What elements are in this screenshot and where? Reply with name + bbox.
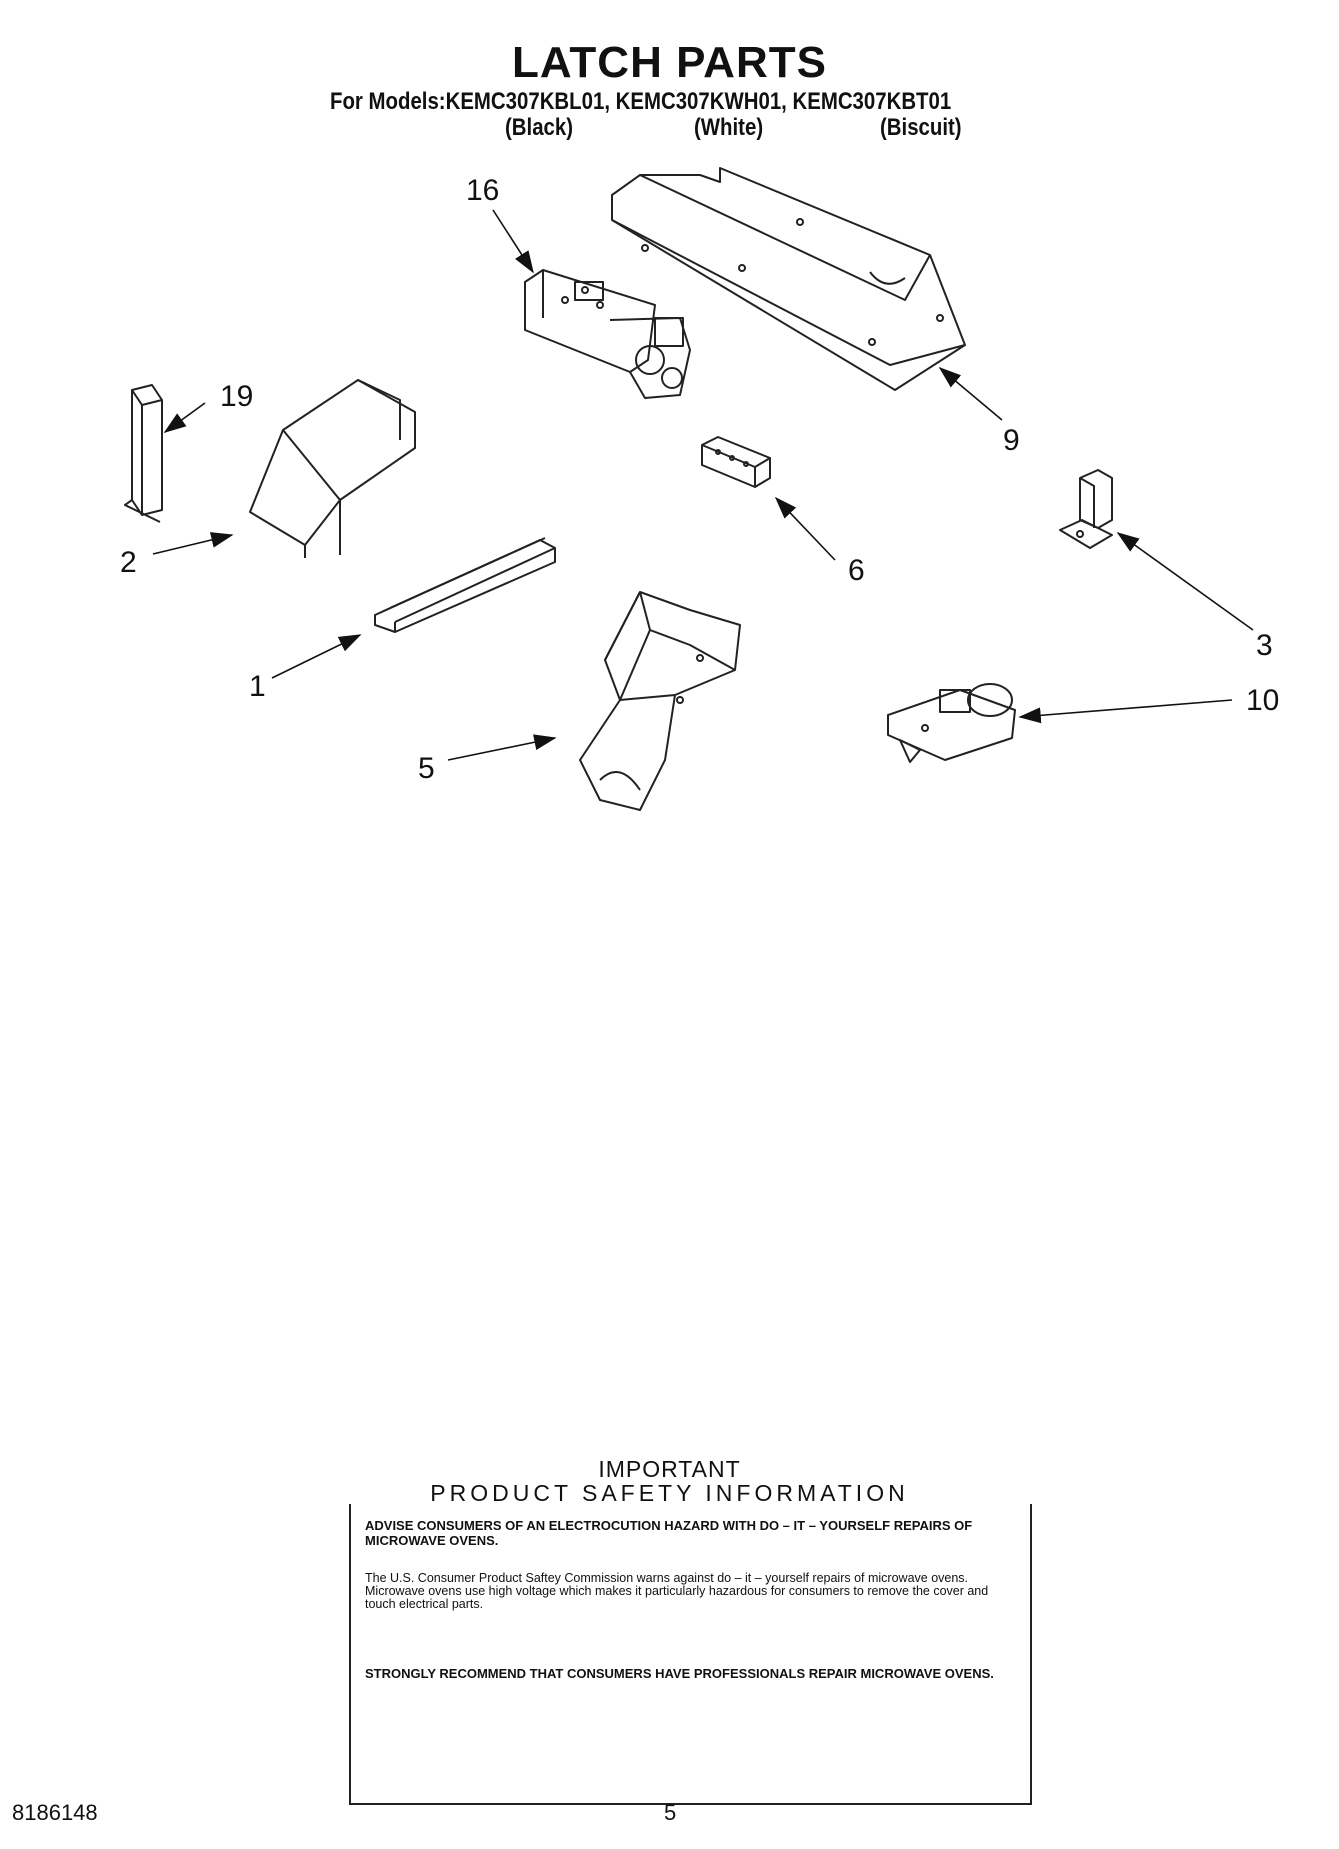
part-5-shield xyxy=(579,591,741,811)
color-black: (Black) xyxy=(505,114,574,141)
part-9-bracket xyxy=(611,167,966,391)
exploded-parts-diagram: 16 19 9 2 6 3 1 10 5 xyxy=(120,167,1279,811)
safety-body: The U.S. Consumer Product Saftey Commiss… xyxy=(365,1571,989,1611)
part-19-strip xyxy=(124,384,163,523)
part-16-latch-assembly xyxy=(524,269,691,399)
callout-5: 5 xyxy=(418,752,435,785)
safety-title: IMPORTANT xyxy=(598,1456,741,1482)
callout-1: 1 xyxy=(249,670,266,703)
models-line: For Models:KEMC307KBL01, KEMC307KWH01, K… xyxy=(330,88,952,115)
callout-9: 9 xyxy=(1003,424,1020,457)
color-biscuit: (Biscuit) xyxy=(880,114,962,141)
page-number: 5 xyxy=(664,1800,677,1825)
part-6-block xyxy=(701,436,771,488)
part-10-switch xyxy=(887,683,1016,763)
safety-subtitle: PRODUCT SAFETY INFORMATION xyxy=(430,1480,909,1506)
callout-3: 3 xyxy=(1256,629,1273,662)
color-white: (White) xyxy=(694,114,764,141)
callout-16: 16 xyxy=(466,174,499,207)
safety-recommend: STRONGLY RECOMMEND THAT CONSUMERS HAVE P… xyxy=(365,1666,994,1681)
page-title: LATCH PARTS xyxy=(512,38,827,87)
part-1-rail xyxy=(374,537,556,633)
safety-advise: ADVISE CONSUMERS OF AN ELECTROCUTION HAZ… xyxy=(365,1518,973,1548)
part-2-duct xyxy=(249,379,416,558)
safety-box: ADVISE CONSUMERS OF AN ELECTROCUTION HAZ… xyxy=(349,1504,1032,1805)
callout-19: 19 xyxy=(220,380,253,413)
callout-6: 6 xyxy=(848,554,865,587)
callout-10: 10 xyxy=(1246,684,1279,717)
part-3-bracket xyxy=(1059,469,1113,549)
document-number: 8186148 xyxy=(12,1800,98,1825)
callout-2: 2 xyxy=(120,546,137,579)
